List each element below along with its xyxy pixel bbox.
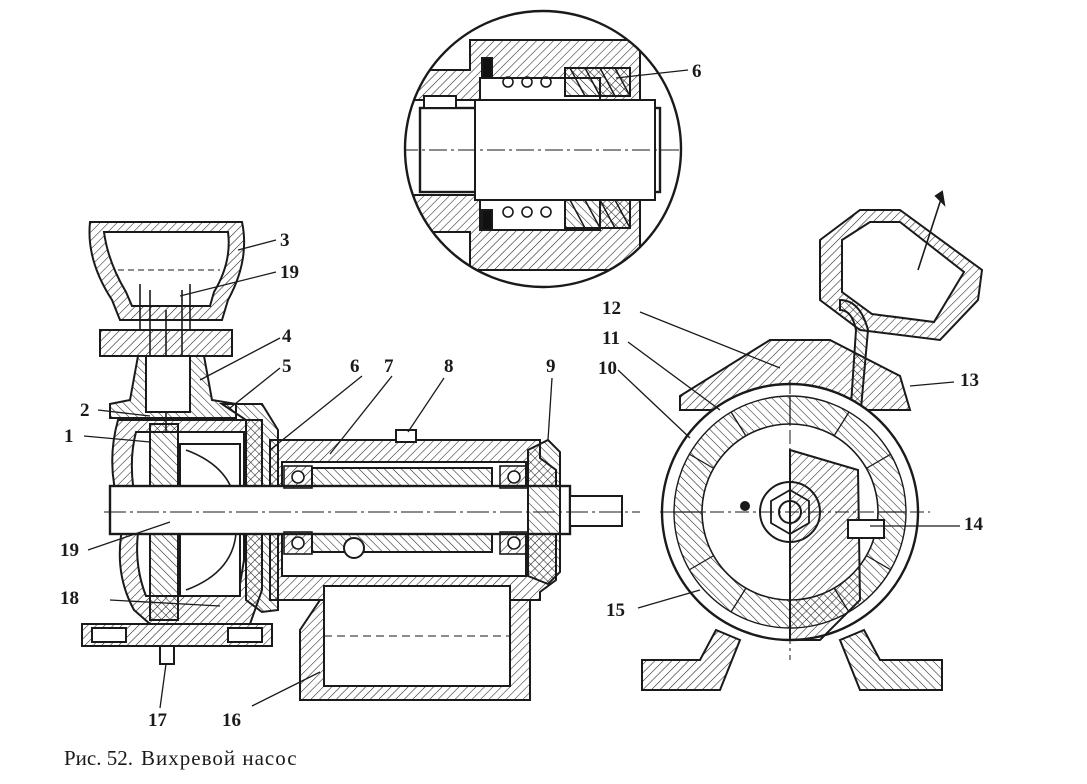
- callout-8: 8: [444, 356, 454, 377]
- figure-caption: Рис. 52. Вихревой насос: [64, 746, 306, 771]
- callout-15: 15: [606, 600, 625, 621]
- callout-17: 17: [148, 710, 168, 731]
- callout-7: 7: [384, 356, 394, 377]
- leader-lines: [83, 69, 960, 709]
- callout-9: 9: [546, 356, 556, 377]
- callout-6-insert: 6: [692, 61, 702, 82]
- callout-3: 3: [280, 230, 290, 251]
- callout-6: 6: [350, 356, 360, 377]
- callout-13: 13: [960, 370, 979, 391]
- callout-10: 10: [598, 358, 617, 379]
- callout-16: 16: [222, 710, 241, 731]
- figure-number: Рис. 52.: [64, 746, 133, 770]
- figure-title: Вихревой насос: [141, 746, 298, 770]
- callout-12: 12: [602, 298, 621, 319]
- callout-5: 5: [282, 356, 292, 377]
- callout-1: 1: [64, 426, 74, 447]
- callout-14: 14: [964, 514, 984, 535]
- pump-section-view: [81, 221, 640, 701]
- callout-19-bottom: 19: [60, 540, 79, 561]
- callouts: 6 3 19 4 5 2 1 6 7 8 9 19 18 17 16 12 11…: [60, 61, 984, 731]
- pump-end-view: [641, 190, 984, 691]
- callout-19-top: 19: [280, 262, 299, 283]
- callout-11: 11: [602, 328, 620, 349]
- callout-4: 4: [282, 326, 292, 347]
- callout-2: 2: [80, 400, 90, 421]
- detail-insert: [403, 9, 683, 289]
- callout-18: 18: [60, 588, 79, 609]
